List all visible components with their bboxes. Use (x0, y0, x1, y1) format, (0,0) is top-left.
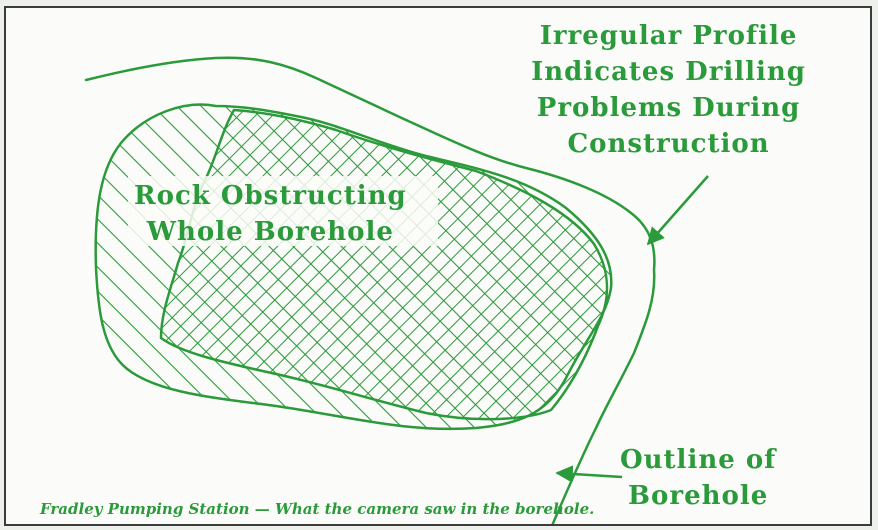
outline-label-line: Borehole (620, 478, 776, 514)
outline-label: Outline of Borehole (620, 442, 776, 514)
profile-label-line: Construction (531, 126, 806, 162)
rock-label: Rock Obstructing Whole Borehole (134, 178, 407, 250)
profile-label-line: Indicates Drilling (531, 54, 806, 90)
profile-label-line: Problems During (531, 90, 806, 126)
profile-arrow (648, 176, 708, 244)
irregular-profile-label: Irregular Profile Indicates Drilling Pro… (531, 18, 806, 162)
rock-label-line: Rock Obstructing (134, 178, 407, 214)
outline-label-line: Outline of (620, 442, 776, 478)
figure-caption: Fradley Pumping Station — What the camer… (40, 500, 594, 518)
outline-arrow (557, 473, 622, 477)
rock-label-line: Whole Borehole (134, 214, 407, 250)
diagram-frame: Irregular Profile Indicates Drilling Pro… (4, 6, 872, 526)
profile-label-line: Irregular Profile (531, 18, 806, 54)
